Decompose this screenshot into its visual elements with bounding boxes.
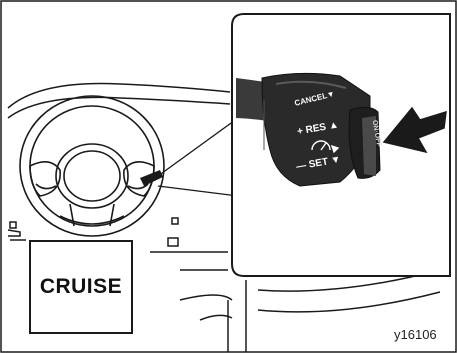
cruise-indicator-box: CRUISE — [29, 240, 133, 334]
cruise-indicator-label: CRUISE — [40, 275, 122, 299]
figure-id: y16106 — [394, 327, 437, 342]
